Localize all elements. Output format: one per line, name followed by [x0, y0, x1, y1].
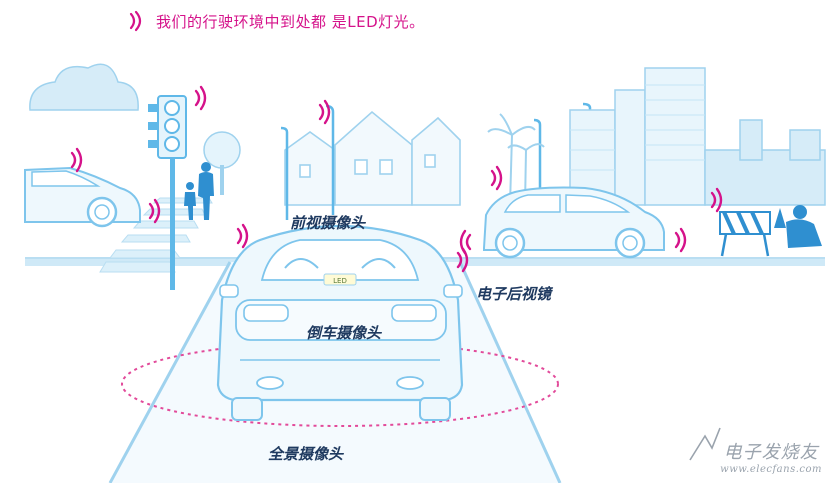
watermark: 电子发烧友 www.elecfans.com: [720, 438, 822, 475]
surround-view-ring: [121, 341, 559, 427]
tree: [203, 131, 241, 195]
headline-text: 我们的行驶环境中到处都 是LED灯光。: [156, 12, 425, 31]
watermark-url: www.elecfans.com: [720, 464, 822, 475]
watermark-logo-icon: [689, 427, 721, 461]
watermark-title: 电子发烧友: [723, 442, 819, 463]
main-car: LED: [216, 224, 464, 421]
rearview-mirror-label: 电子后视镜: [476, 285, 552, 303]
road-barrier: [719, 208, 786, 257]
rear-camera-label: 倒车摄像头: [306, 324, 382, 342]
cloud-icon: [29, 63, 139, 111]
traffic-light: [148, 95, 187, 290]
headline: 我们的行驶环境中到处都 是LED灯光。: [128, 10, 425, 32]
license-plate: LED: [333, 277, 347, 285]
road-worker: [786, 205, 822, 248]
pedestrians: [184, 162, 214, 220]
signal-wave-icon: [318, 99, 331, 125]
city-skyline: [569, 67, 826, 206]
signal-wave-icon: [490, 165, 503, 191]
signal-wave-icon: [236, 223, 249, 249]
signal-wave-icon: [129, 10, 142, 32]
signal-wave-icon: [194, 85, 207, 111]
right-hatchback: [483, 186, 665, 259]
houses: [284, 110, 461, 206]
signal-wave-icon: [674, 227, 687, 253]
signal-wave-icon: [70, 147, 83, 173]
left-car: [24, 166, 141, 228]
front-camera-label: 前视摄像头: [290, 214, 366, 232]
skyline-windows: [570, 84, 705, 171]
surround-camera-label: 全景摄像头: [268, 445, 344, 463]
